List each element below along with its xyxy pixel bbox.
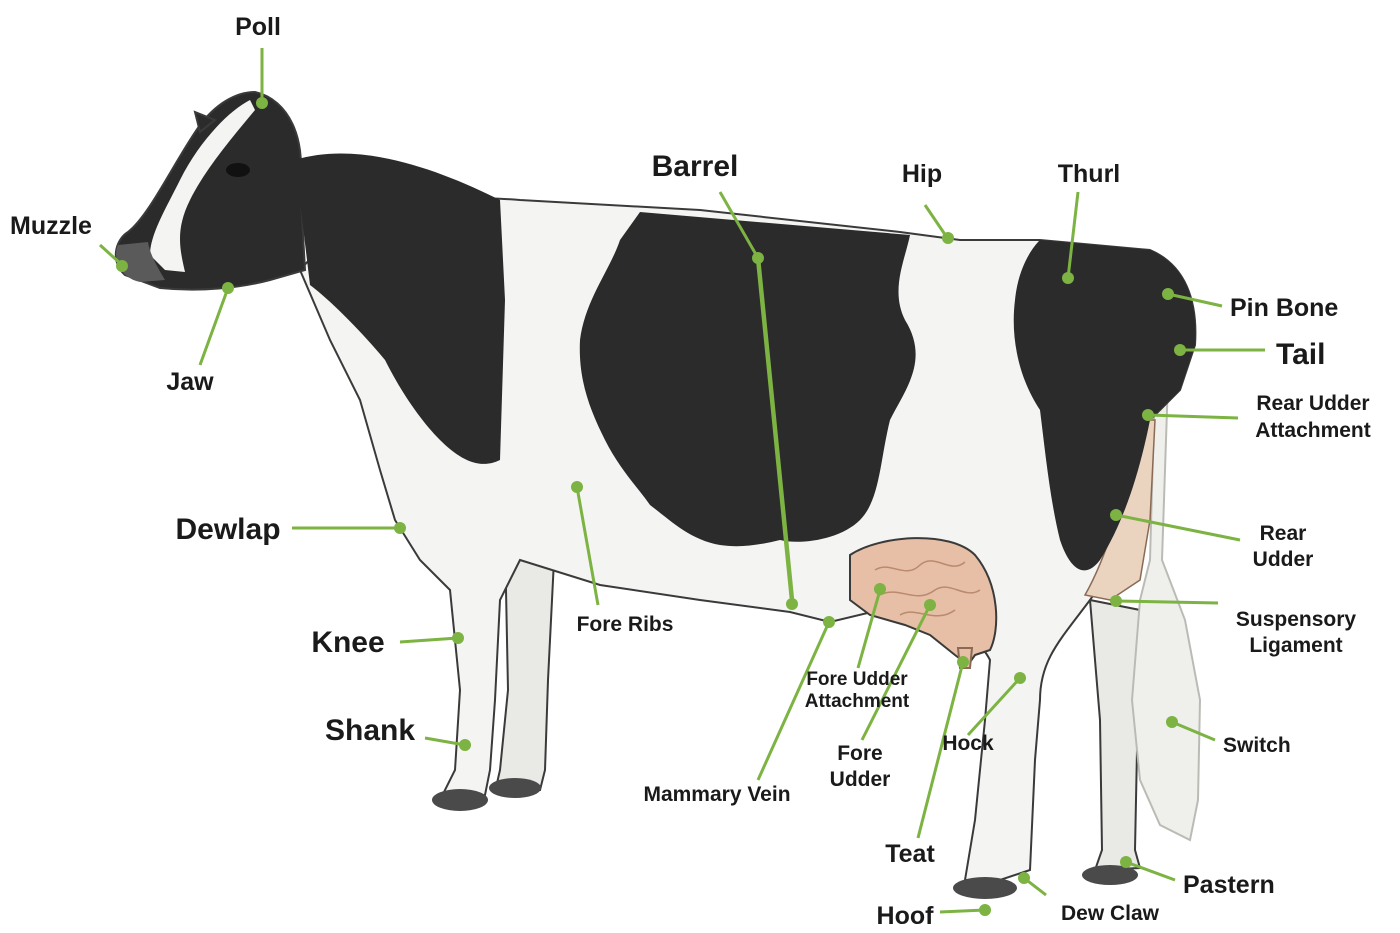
knee-dot	[452, 632, 464, 644]
dewlap-dot	[394, 522, 406, 534]
tail-dot	[1174, 344, 1186, 356]
label-rear-udder-attachment-2: Attachment	[1255, 419, 1371, 442]
label-muzzle: Muzzle	[10, 212, 92, 240]
fore-udder-dot	[924, 599, 936, 611]
suspensory-ligament-dot	[1110, 595, 1122, 607]
far-front-hoof	[489, 778, 541, 798]
label-rear-udder-attachment-1: Rear Udder	[1256, 392, 1369, 415]
label-pin-bone: Pin Bone	[1230, 294, 1338, 322]
label-hoof: Hoof	[877, 902, 935, 928]
label-pastern: Pastern	[1183, 871, 1275, 899]
pastern-dot	[1120, 856, 1132, 868]
rear-udder-attachment-dot	[1142, 409, 1154, 421]
label-fore-udder-2: Udder	[830, 768, 891, 791]
label-suspensory-ligament-1: Suspensory	[1236, 608, 1357, 631]
label-dew-claw: Dew Claw	[1061, 902, 1160, 925]
cow-illustration	[116, 92, 1200, 899]
pin-bone-dot	[1162, 288, 1174, 300]
label-dewlap: Dewlap	[175, 513, 280, 546]
label-teat: Teat	[885, 840, 935, 868]
hoof-dot	[979, 904, 991, 916]
label-fore-udder-1: Fore	[837, 742, 883, 765]
label-rear-udder-2: Udder	[1253, 548, 1314, 571]
udder	[850, 538, 996, 665]
shank-dot	[459, 739, 471, 751]
label-hock: Hock	[942, 732, 994, 755]
poll-dot	[256, 97, 268, 109]
label-poll: Poll	[235, 13, 281, 41]
label-rear-udder-1: Rear	[1260, 522, 1307, 545]
jaw-dot	[222, 282, 234, 294]
far-hind-hoof	[1082, 865, 1138, 885]
far-hind-leg	[1090, 600, 1140, 870]
hind-hoof	[953, 877, 1017, 899]
label-fore-ribs: Fore Ribs	[577, 613, 674, 636]
fore-ribs-dot	[571, 481, 583, 493]
thurl-dot	[1062, 272, 1074, 284]
switch-dot	[1166, 716, 1178, 728]
barrel-end-dot	[786, 598, 798, 610]
label-switch: Switch	[1223, 734, 1291, 757]
teat-dot	[957, 656, 969, 668]
label-suspensory-ligament-2: Ligament	[1249, 634, 1342, 657]
mammary-vein-dot	[823, 616, 835, 628]
label-tail: Tail	[1276, 338, 1325, 371]
label-shank: Shank	[325, 714, 415, 747]
fore-udder-attachment-dot	[874, 583, 886, 595]
label-knee: Knee	[311, 626, 384, 659]
eye	[226, 163, 250, 177]
rear-udder-dot	[1110, 509, 1122, 521]
label-jaw: Jaw	[166, 368, 214, 396]
label-fore-udder-attachment-2: Attachment	[805, 691, 910, 712]
hock-dot	[1014, 672, 1026, 684]
label-fore-udder-attachment-1: Fore Udder	[806, 669, 908, 690]
label-barrel: Barrel	[652, 150, 739, 183]
hip-dot	[942, 232, 954, 244]
label-mammary-vein: Mammary Vein	[643, 783, 790, 806]
label-thurl: Thurl	[1058, 160, 1121, 188]
label-hip: Hip	[902, 160, 942, 188]
front-hoof	[432, 789, 488, 811]
muzzle-dot	[116, 260, 128, 272]
barrel-dot	[752, 252, 764, 264]
dew-claw-dot	[1018, 872, 1030, 884]
